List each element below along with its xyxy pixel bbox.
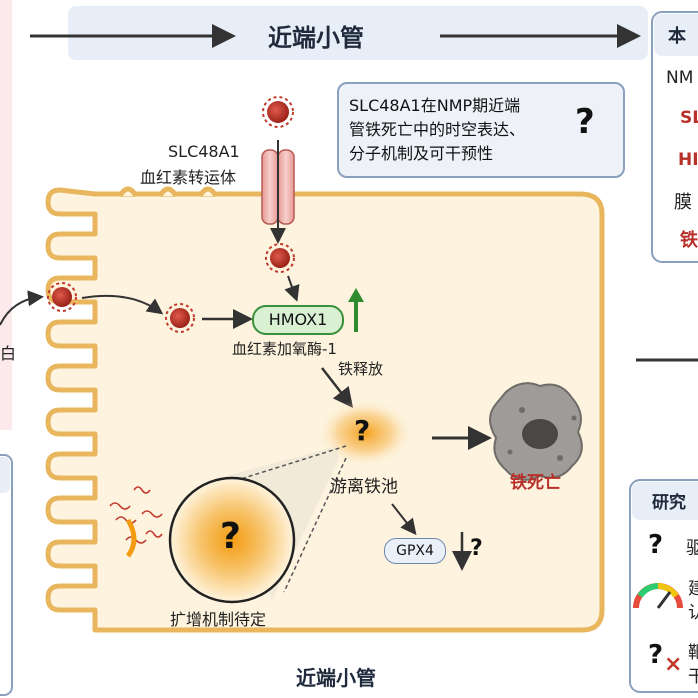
gpx4-pill: GPX4	[384, 538, 446, 564]
hmox-up-arrowhead	[348, 288, 364, 302]
zoom-label: 扩增机制待定	[170, 610, 267, 629]
summary-item-4: 膜	[674, 192, 692, 213]
research-row-3-text-b: 干	[688, 667, 698, 687]
research-box-header	[632, 482, 698, 520]
heme-molecule	[165, 303, 195, 333]
pool-question-mark: ?	[354, 414, 371, 447]
pool-label: 游离铁池	[330, 477, 398, 497]
summary-item-2: SL	[680, 108, 698, 128]
heme-molecule	[265, 243, 295, 273]
question-callout: SLC48A1在NMP期近端 管铁死亡中的时空表达、 分子机制及可干预性 ?	[337, 82, 625, 178]
zoom-question-mark: ?	[220, 516, 241, 557]
gauge-icon	[633, 583, 683, 609]
research-row-3-text-a: 靶	[688, 643, 698, 663]
arrow-channel-to-hmox	[284, 275, 300, 302]
research-row-2-text-a: 建	[688, 579, 698, 599]
question-icon: ?	[648, 530, 664, 560]
question-line-2: 管铁死亡中的时空表达、	[349, 120, 526, 139]
summary-box	[651, 11, 698, 263]
arrow-heme-to-cell	[81, 294, 164, 315]
iron-pool-glow	[317, 399, 413, 467]
arrow-release	[321, 367, 354, 408]
zoom-line-top	[211, 445, 347, 489]
header-title: 近端小管	[268, 24, 364, 52]
heme-molecule	[47, 282, 77, 312]
left-panel-edge	[0, 0, 12, 430]
ferroptosis-label: 铁死亡	[510, 473, 561, 493]
summary-box-header	[654, 14, 698, 56]
transporter-name: SLC48A1	[168, 142, 240, 161]
question-line-3: 分子机制及可干预性	[349, 144, 494, 163]
summary-title: 本	[668, 26, 686, 47]
slc48a1-channel	[261, 140, 295, 244]
zoom-line-bottom	[283, 457, 347, 593]
left-lower-box	[0, 454, 13, 696]
apical-membrane	[117, 186, 219, 198]
summary-item-3: HI	[678, 150, 698, 170]
iron-release-label: 铁释放	[338, 360, 384, 378]
question-line-1: SLC48A1在NMP期近端	[349, 96, 521, 115]
question-cross-icon: ?	[648, 640, 664, 670]
footer-title: 近端小管	[296, 666, 376, 690]
heme-molecule	[262, 96, 294, 128]
gpx4-question-mark: ?	[470, 536, 483, 561]
research-row-1-text: 驱	[686, 538, 698, 559]
left-lower-box-header	[0, 457, 10, 493]
arrow-entry-left	[0, 290, 44, 326]
question-mark: ?	[575, 102, 595, 142]
dead-cell-icon	[489, 382, 583, 481]
summary-item-1: NM	[666, 68, 694, 88]
hmox1-desc: 血红素加氧酶-1	[232, 340, 337, 358]
membrane-damage	[125, 518, 137, 558]
hmox1-pill: HMOX1	[252, 305, 344, 335]
transporter-desc: 血红素转运体	[140, 168, 237, 187]
arrow-pool-to-gpx	[391, 503, 417, 536]
research-row-2-text-b: 认	[688, 603, 698, 623]
cross-mark-icon: ×	[664, 652, 683, 677]
left-partial-text: 白	[0, 344, 17, 363]
research-title: 研究	[652, 493, 686, 513]
zoom-circle	[168, 476, 296, 604]
summary-item-5: 铁	[680, 230, 698, 251]
